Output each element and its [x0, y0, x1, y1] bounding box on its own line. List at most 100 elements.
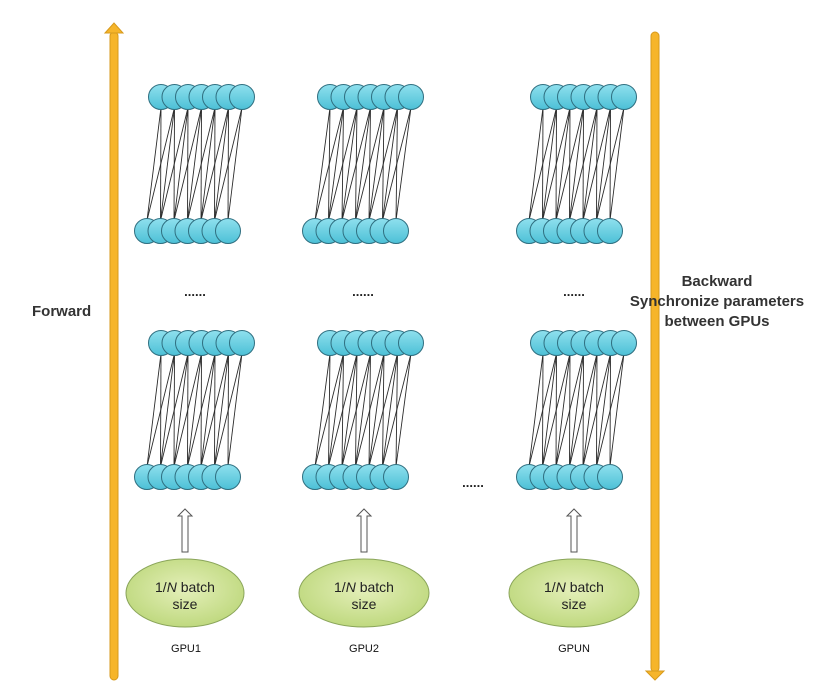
connection-edge: [214, 353, 243, 467]
neuron-node: [383, 464, 409, 490]
neuron-node: [229, 330, 255, 356]
connection-edge: [341, 107, 358, 221]
connection-edge: [355, 353, 385, 467]
connection-edge: [582, 107, 598, 221]
connection-edge: [569, 107, 598, 221]
connection-edge: [200, 353, 229, 467]
network-block-gpu2-1: [302, 84, 424, 244]
gpu-label-gpun: GPUN: [558, 643, 590, 655]
forward-label: Forward: [32, 303, 91, 320]
connection-edge: [214, 107, 229, 221]
connection-edge: [160, 107, 189, 221]
gpu-label-gpu2: GPU2: [349, 643, 379, 655]
connection-edge: [542, 107, 571, 221]
connection-edge: [355, 107, 385, 221]
connection-edge: [382, 107, 412, 221]
batch-ellipse-gpun: [508, 558, 640, 628]
connection-edge: [528, 107, 557, 221]
connection-edge: [314, 107, 331, 221]
backward-arrow: [644, 31, 666, 681]
gpu-label-gpu1: GPU1: [171, 643, 201, 655]
backward-label-line-1: Backward: [682, 273, 753, 290]
connection-edge: [173, 107, 202, 221]
connection-edge: [528, 353, 557, 467]
connection-edge: [528, 107, 544, 221]
batch-prefix: 1/: [334, 579, 346, 595]
connection-edge: [569, 353, 598, 467]
neuron-node: [398, 84, 424, 110]
connection-edge: [214, 107, 243, 221]
network-block-gpu2-2: [302, 330, 424, 490]
connection-edge: [328, 353, 344, 467]
input-arrow-gpu1: [176, 508, 194, 553]
network-block-gpu1-1: [134, 84, 255, 244]
connection-edge: [368, 107, 385, 221]
connection-edge: [173, 353, 189, 467]
connection-edge: [395, 107, 412, 221]
connection-edge: [160, 353, 189, 467]
batch-label-line1-gpu2: 1/N batch: [334, 579, 394, 595]
gpu-ellipsis: ......: [462, 475, 484, 490]
layer-ellipsis-gpun: ......: [563, 284, 585, 299]
forward-arrow: [103, 22, 125, 681]
connection-edge: [609, 107, 625, 221]
neuron-node: [215, 464, 241, 490]
connection-edge: [187, 107, 216, 221]
batch-n: N: [346, 579, 357, 595]
connection-edge: [555, 107, 584, 221]
connection-edge: [368, 107, 398, 221]
connection-edge: [328, 107, 344, 221]
connection-edge: [314, 107, 344, 221]
connection-edge: [569, 353, 584, 467]
network-block-gpu1-2: [134, 330, 255, 490]
input-arrow-gpu2: [355, 508, 373, 553]
connection-edge: [382, 107, 398, 221]
connection-edge: [146, 353, 162, 467]
connection-edge: [368, 353, 398, 467]
connection-edge: [328, 353, 358, 467]
batch-label-line1-gpu1: 1/N batch: [155, 579, 215, 595]
layer-ellipsis-gpu2: ......: [352, 284, 374, 299]
connection-edge: [355, 353, 371, 467]
connection-edge: [569, 107, 584, 221]
connection-edge: [582, 353, 611, 467]
connection-edge: [341, 353, 371, 467]
connection-edge: [227, 353, 243, 467]
connection-edge: [368, 353, 385, 467]
backward-label: Backward Synchronize parameters between …: [630, 273, 804, 330]
connection-edge: [382, 353, 412, 467]
connection-edge: [542, 107, 557, 221]
gpu-column-n: 1/N batch size GPUN: [508, 508, 640, 655]
connection-edge: [382, 353, 398, 467]
connection-edge: [395, 353, 412, 467]
batch-rest: batch: [356, 579, 394, 595]
backward-label-line-2: Synchronize parameters: [630, 293, 804, 310]
connection-edge: [200, 353, 216, 467]
connection-edge: [187, 353, 216, 467]
batch-rest: batch: [566, 579, 604, 595]
connection-edge: [555, 107, 571, 221]
connection-edge: [609, 353, 625, 467]
gpu-column-1: 1/N batch size GPU1: [125, 508, 245, 655]
connection-edge: [314, 353, 344, 467]
batch-n: N: [556, 579, 567, 595]
batch-ellipse-gpu2: [298, 558, 430, 628]
batch-ellipse-gpu1: [125, 558, 245, 628]
connection-edge: [582, 353, 598, 467]
connection-edge: [341, 107, 371, 221]
connection-edge: [555, 353, 571, 467]
neuron-node: [597, 464, 623, 490]
connection-edge: [187, 353, 202, 467]
neuron-node: [597, 218, 623, 244]
neuron-node: [398, 330, 424, 356]
batch-prefix: 1/: [155, 579, 167, 595]
connection-edge: [146, 353, 175, 467]
neuron-node: [383, 218, 409, 244]
neuron-node: [215, 218, 241, 244]
connection-edge: [555, 353, 584, 467]
batch-label-line2-gpun: size: [562, 596, 587, 612]
neuron-node: [229, 84, 255, 110]
batch-prefix: 1/: [544, 579, 556, 595]
connection-edge: [542, 353, 571, 467]
